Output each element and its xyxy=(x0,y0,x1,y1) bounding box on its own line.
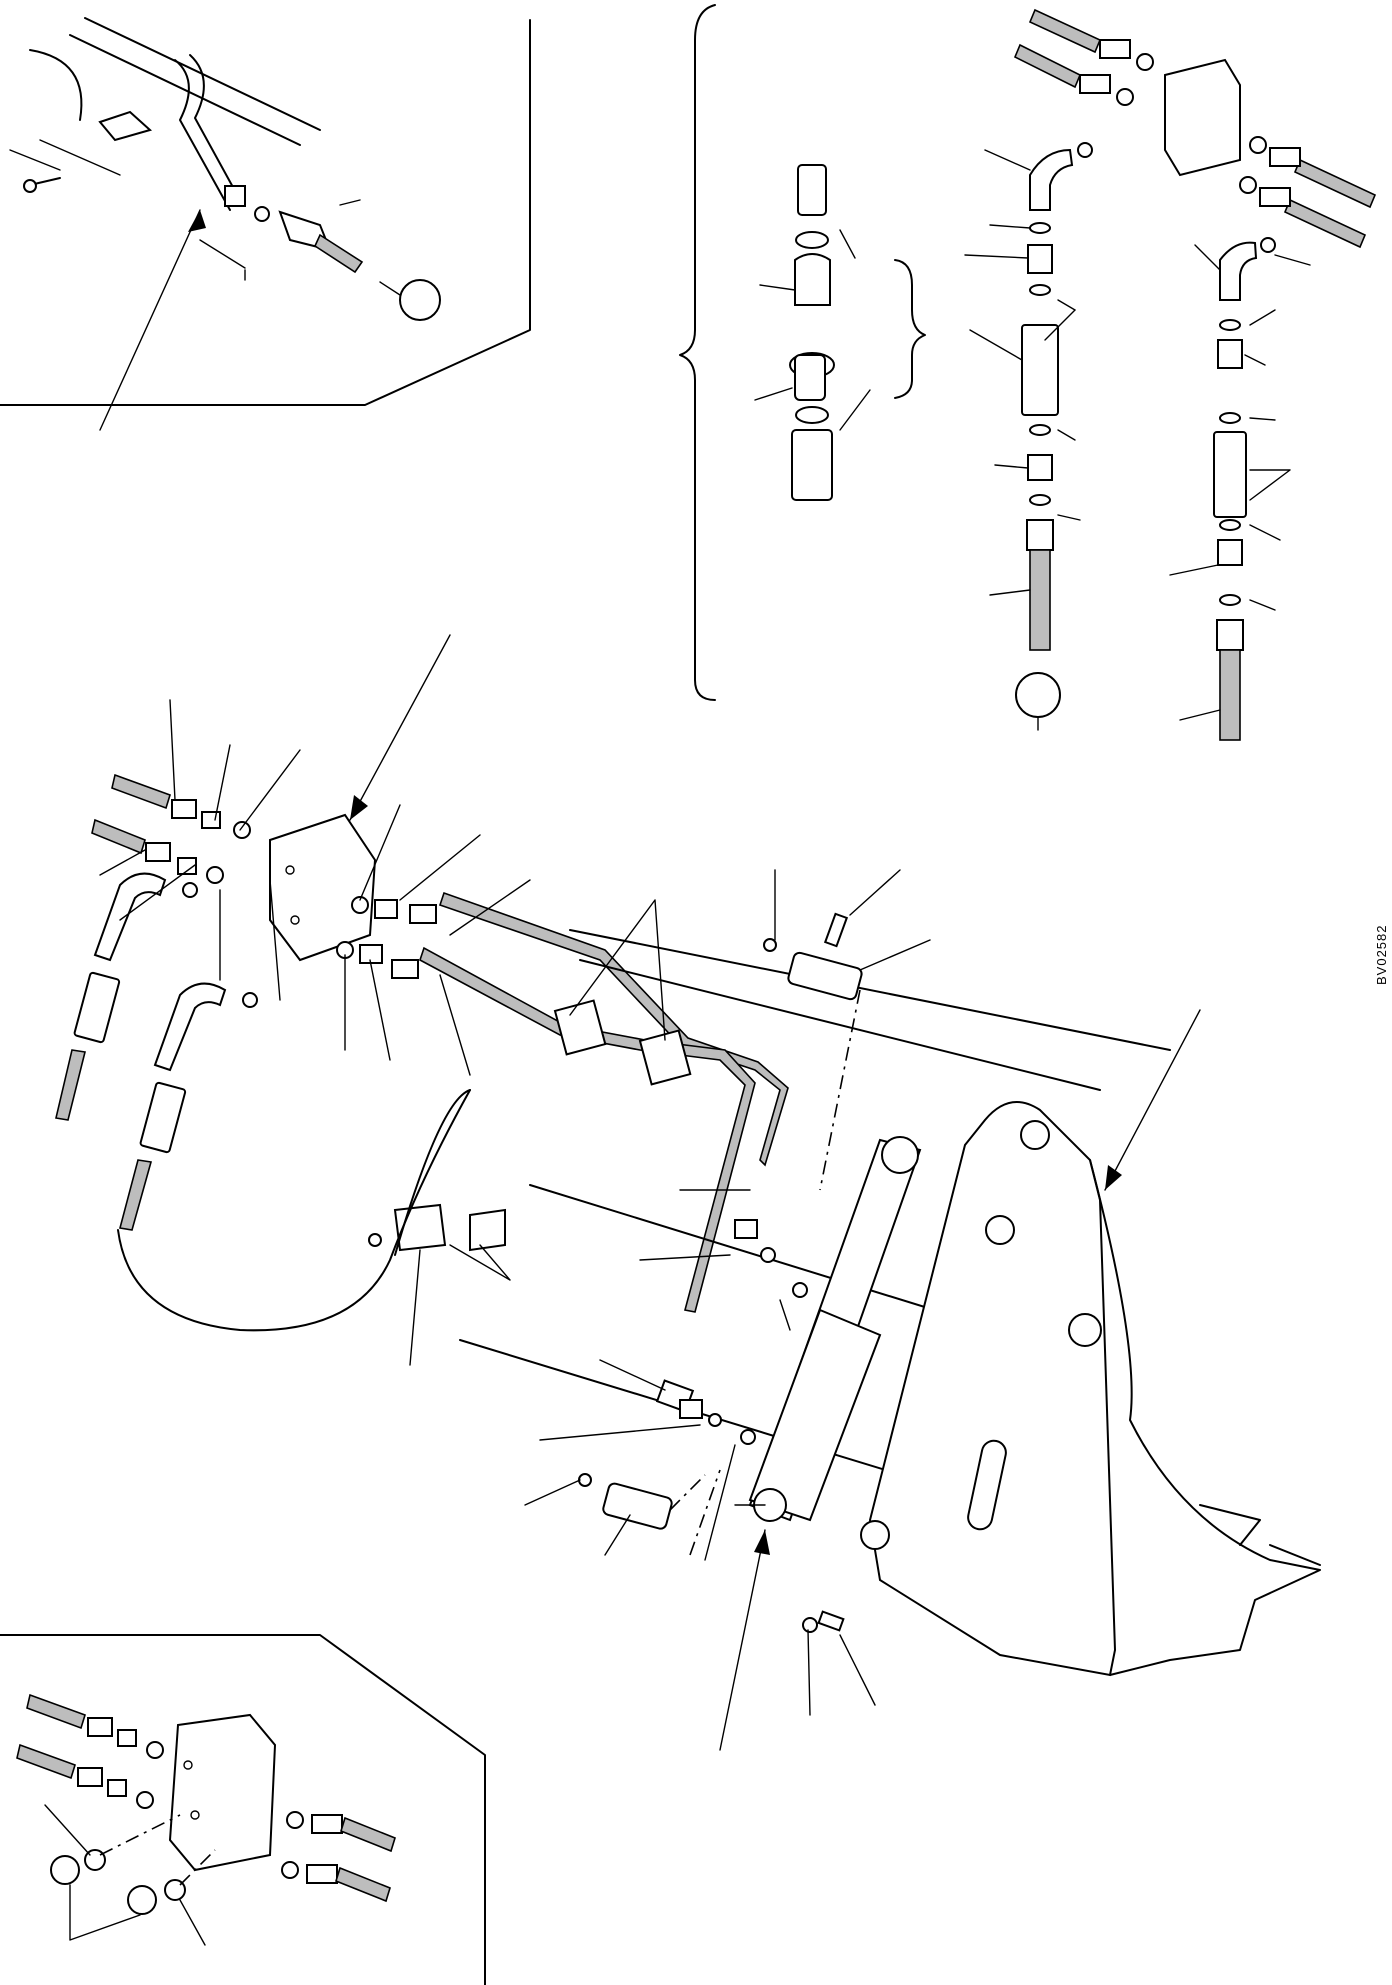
valve-block-top xyxy=(1164,58,1241,177)
coupler-left xyxy=(1021,324,1059,416)
hose-right-1 xyxy=(1293,158,1377,209)
hose-left xyxy=(1029,549,1051,651)
nipple-left xyxy=(1027,454,1053,481)
valve-block-detail xyxy=(168,1713,277,1872)
coupler-main-1 xyxy=(171,799,197,819)
hose-clamp-bracket xyxy=(469,1208,506,1252)
hose-top-1 xyxy=(1028,8,1102,54)
drawing-code: BV02582 xyxy=(1374,924,1389,986)
right-brace xyxy=(894,259,926,399)
top-right-exploded xyxy=(964,8,1377,741)
cap-screw xyxy=(797,164,827,216)
flex-hose-loop xyxy=(117,1089,471,1332)
detail-frame-bottom-left xyxy=(0,1634,486,1985)
clamp-1 xyxy=(553,999,607,1056)
pin-lower xyxy=(602,1482,673,1530)
hose-right xyxy=(1219,649,1241,741)
bolt-head xyxy=(23,179,37,193)
pin-axis-upper xyxy=(819,989,861,1191)
bucket-slot xyxy=(967,1439,1007,1531)
ferrule-left xyxy=(1026,519,1054,551)
plug-cap xyxy=(794,253,831,306)
plug-2 xyxy=(127,1885,157,1915)
bracket xyxy=(98,110,153,142)
o-ring-upper xyxy=(795,231,829,249)
coupler-socket xyxy=(791,429,833,501)
coupler-right xyxy=(1213,431,1247,518)
hose-right-2 xyxy=(1283,198,1367,249)
clamp-2 xyxy=(638,1029,692,1086)
hose-main-1 xyxy=(111,773,171,810)
elbow-right xyxy=(1219,241,1258,301)
hose-main-2 xyxy=(91,818,146,855)
elbow-left xyxy=(1029,148,1074,211)
o-ring xyxy=(254,206,270,222)
nipple xyxy=(224,185,246,207)
coupler-main-2 xyxy=(145,842,171,862)
bucket-shell xyxy=(1089,1159,1321,1676)
dust-cap xyxy=(794,354,826,401)
hose-top-2 xyxy=(1013,43,1082,89)
option-brace-group xyxy=(679,4,926,701)
adapter-right xyxy=(1217,339,1243,369)
coupler-elbow-1 xyxy=(73,971,121,1044)
bottom-left-detail xyxy=(0,1634,486,1985)
hose-stub xyxy=(313,233,364,274)
nipple-right xyxy=(1217,539,1243,566)
hydraulic-cylinder-barrel xyxy=(748,1308,882,1522)
arm-tube-end xyxy=(29,49,83,121)
detail-ref-circle-A xyxy=(399,279,441,321)
o-ring-lower xyxy=(795,406,829,424)
plug-1 xyxy=(50,1855,80,1885)
coupler-top-1 xyxy=(1099,39,1131,59)
coupler-top-2 xyxy=(1079,74,1111,94)
arrow-to-detail xyxy=(99,209,201,431)
detail-frame-top-left xyxy=(0,19,531,406)
main-assembly xyxy=(55,634,1321,1751)
elbow-main-1 xyxy=(93,872,167,962)
adapter-left xyxy=(1027,244,1053,274)
pin-upper xyxy=(787,951,863,1001)
coupler-elbow-2 xyxy=(139,1081,187,1154)
elbow-main-2 xyxy=(153,982,227,1072)
top-left-detail xyxy=(0,17,531,406)
bucket-link xyxy=(868,1101,1117,1677)
detail-ref-circle-B xyxy=(1015,672,1061,718)
ferrule-right xyxy=(1216,619,1244,651)
left-brace xyxy=(679,4,716,701)
boom-top xyxy=(569,929,1171,1051)
valve-block-main xyxy=(269,813,377,962)
